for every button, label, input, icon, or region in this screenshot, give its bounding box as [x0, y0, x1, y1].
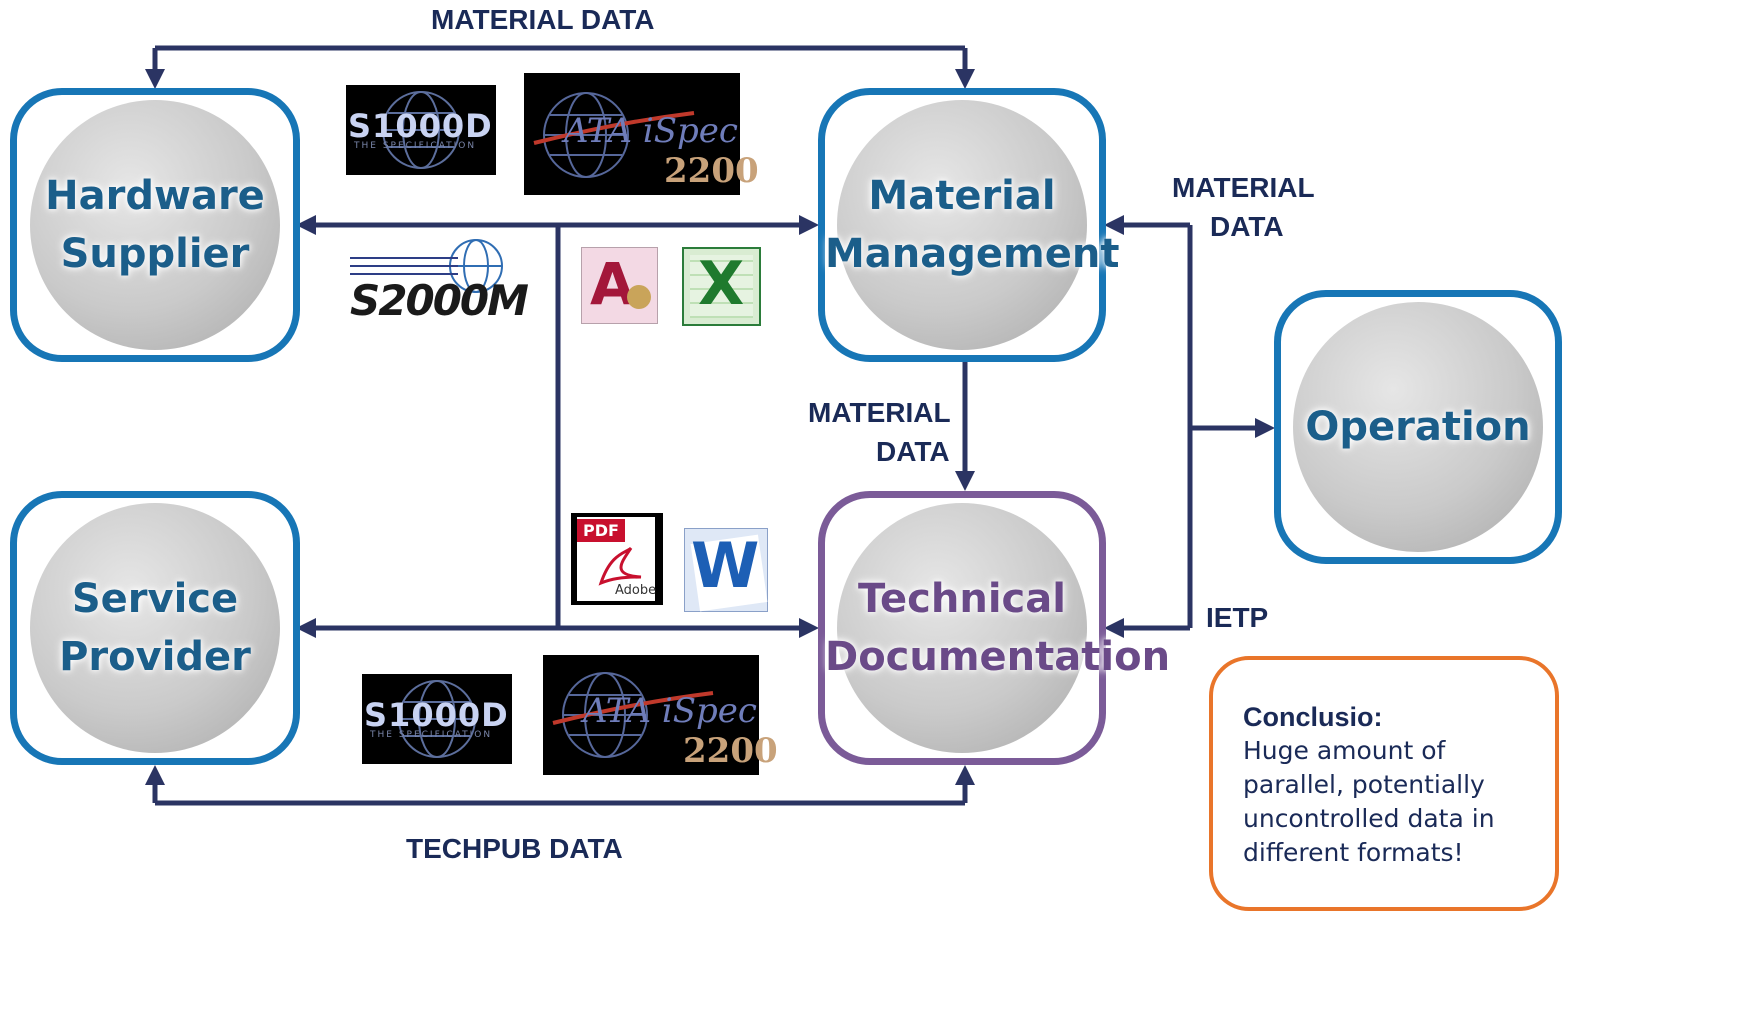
label-bottom-techpub-data: TECHPUB DATA	[406, 833, 623, 864]
s2000m-logo: S2000M	[346, 236, 529, 336]
label-right-data: DATA	[1210, 211, 1284, 242]
ms-access-icon: A	[581, 247, 658, 324]
ms-word-icon: W	[684, 528, 768, 612]
s1000d-logo: S1000D THE SPECIFICATION	[346, 85, 496, 175]
pdf-icon: PDF Adobe	[571, 513, 663, 605]
ata-ispec-2200-logo: ATA iSpec 2200	[524, 73, 759, 195]
conclusion-title: Conclusio:	[1243, 702, 1383, 732]
documentation-image	[837, 503, 1087, 753]
ata-ispec-2200-logo-bottom: ATA iSpec 2200	[543, 655, 778, 775]
gear-image	[30, 100, 280, 350]
s1000d-logo-bottom: S1000D THE SPECIFICATION	[362, 674, 512, 764]
operation-box: Operation	[1274, 290, 1562, 564]
conclusion-box: Conclusio: Huge amount of parallel, pote…	[1209, 656, 1559, 911]
watch-mechanism-image	[837, 100, 1087, 350]
conclusion-body: Huge amount of parallel, potentially unc…	[1243, 736, 1495, 867]
label-middle-material: MATERIAL	[808, 397, 951, 428]
ms-excel-icon: X	[682, 247, 761, 326]
label-right-material: MATERIAL	[1172, 172, 1315, 203]
label-middle-data: DATA	[876, 436, 950, 467]
cockpit-image	[30, 503, 280, 753]
label-top-material-data: MATERIAL DATA	[431, 4, 655, 35]
operation-image	[1293, 302, 1543, 552]
operation-title: Operation	[1305, 404, 1531, 450]
label-ietp: IETP	[1206, 602, 1269, 633]
